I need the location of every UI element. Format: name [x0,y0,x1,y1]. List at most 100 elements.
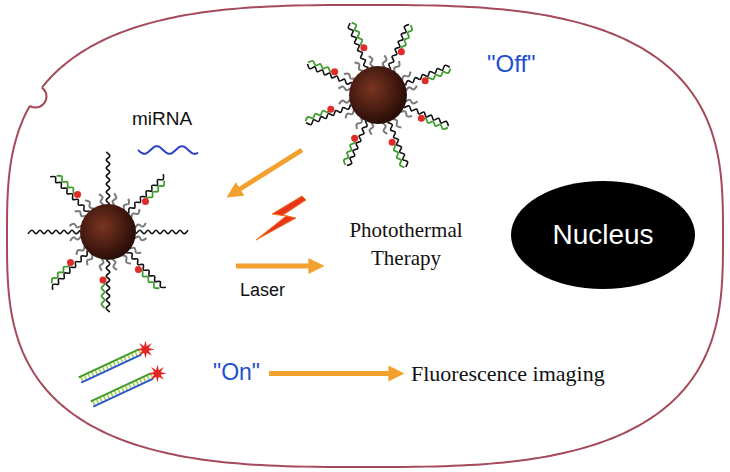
ligand [406,86,417,91]
fluorophore-dot [74,191,81,198]
ligand [339,99,350,104]
dna-strand [387,122,407,166]
membrane-gap [25,85,47,107]
dna-strand [347,121,367,165]
fluorophore-dot [67,259,74,266]
strand [79,349,139,377]
node-text: "On" [213,357,260,388]
released-duplex [91,365,167,407]
ligand [383,55,387,67]
strand [91,373,151,401]
ligand [338,86,350,90]
ligand [87,254,92,266]
fluorophore-dot [422,77,429,84]
process-arrow [269,371,398,376]
dna-strand [52,251,87,290]
state-text: "On" [210,355,263,390]
complementary-strand [147,181,165,203]
ligand [131,209,139,218]
ligand [113,193,117,205]
dna-strand [136,230,188,234]
laser-arrow [236,264,318,269]
membrane-notch [25,85,47,107]
ligand [405,100,417,104]
stimulus-label: Laser [240,280,285,301]
ligand [85,200,94,208]
ligand [344,73,356,78]
particle-core [349,66,407,124]
fluorescence-star [136,341,154,359]
particle-core [80,204,136,260]
strand [93,379,153,407]
complementary-strand [308,61,335,72]
strand [81,355,141,383]
gold-nanoparticle [28,152,188,312]
ligand [75,211,87,216]
ligand [112,259,117,270]
fluorophore-dot [351,135,358,142]
fluorophore-dot [327,106,334,113]
dna-strand [306,104,350,124]
fluorescence-star [148,365,166,383]
complementary-strand [57,176,79,194]
ligand [392,119,401,127]
nucleus-fill [511,181,695,289]
dna-strand [50,176,89,211]
molecule-label: miRNA [132,108,192,130]
dna-strand [127,253,166,288]
ligand [69,224,81,228]
fluorophore-dot [100,277,107,284]
cell-membrane [7,5,723,467]
state-label: "Off" [487,50,536,78]
fluorophore-dot [398,48,405,55]
dna-strand [106,260,110,312]
dna-strand [389,25,409,69]
gold-nanoparticle [306,23,451,168]
node-text: Fluorescence imaging [411,359,605,389]
complementary-strand [352,23,366,48]
dna-strand [106,152,110,204]
dna-strand [28,230,80,234]
complementary-strand [52,261,70,283]
node-text: Nucleus [552,216,653,254]
ligand [394,61,399,73]
complementary-strand [137,271,159,289]
ligand [369,122,373,134]
node-text: Photothermal Therapy [337,216,475,273]
fluorophore-dot [418,115,425,122]
ligand [76,246,84,255]
complementary-strand [344,138,355,165]
nucleus-ellipse: Nucleus [511,181,695,289]
ligand [355,63,364,71]
fluorophore-dot [360,44,367,51]
fluorophore-dot [331,68,338,75]
ligand [134,237,146,241]
ligand [99,194,104,205]
outcome-text: Photothermal Therapy [334,214,478,275]
complementary-strand [401,25,412,52]
ligand [135,223,146,228]
ligand [369,56,374,67]
ligand [122,255,131,263]
fluorophore-dot [142,198,149,205]
dna-strand [129,174,164,213]
complementary-strand [421,118,448,129]
fluorophore-dot [135,266,142,273]
ligand [402,72,410,81]
ligand [400,111,412,116]
ligand [100,258,104,270]
dna-strand [404,106,448,126]
complementary-strand [391,143,405,168]
ligand [356,117,361,129]
binding-arrow [232,150,302,194]
mirna-strand [138,146,198,154]
dna-strand [405,65,449,85]
laser-bolt [256,196,306,240]
fluorophore-dot [389,139,396,146]
outcome-text: Fluorescence imaging [408,357,608,391]
ligand [382,123,387,134]
dna-strand [308,64,352,84]
complementary-strand [426,69,451,83]
